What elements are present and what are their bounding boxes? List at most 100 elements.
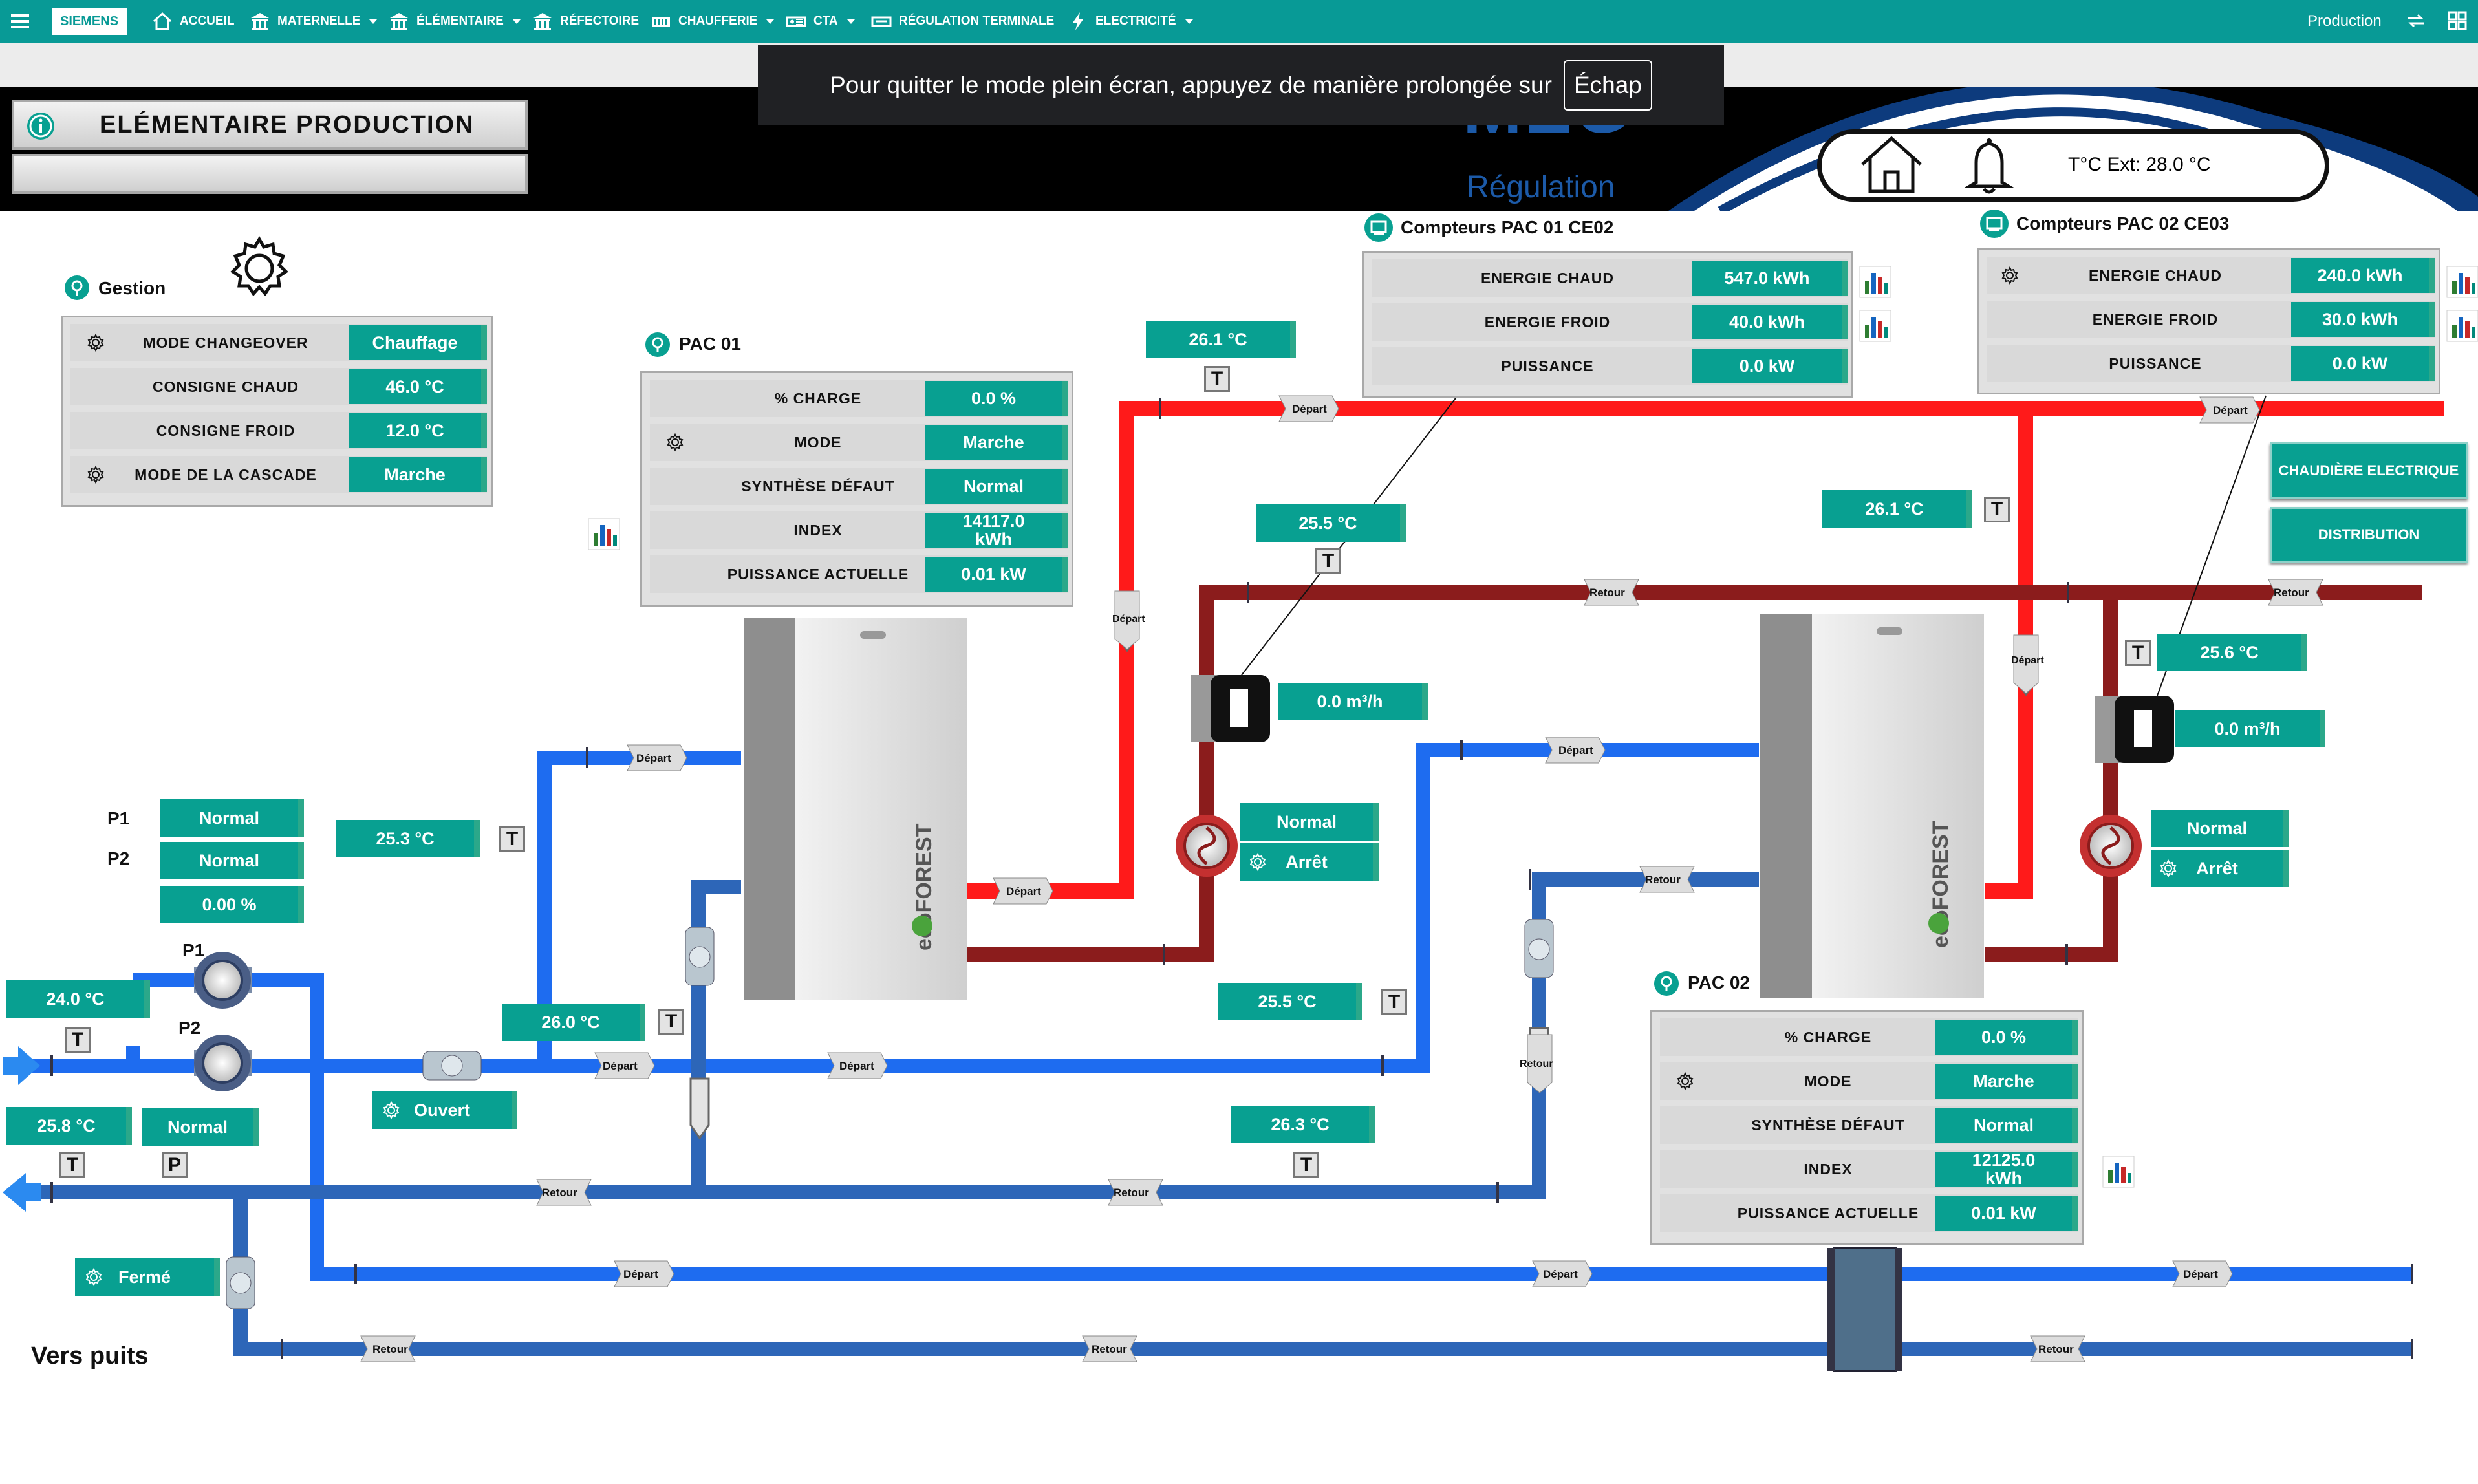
gear-icon[interactable] bbox=[86, 465, 105, 484]
temperature-sensor: T bbox=[2125, 640, 2151, 666]
mode-changeover-value[interactable]: Chauffage bbox=[349, 325, 487, 360]
tag-retour: Retour bbox=[2274, 586, 2309, 599]
nav-regulation-terminale[interactable]: RÉGULATION TERMINALE bbox=[870, 0, 1054, 43]
nav-elementaire[interactable]: ÉLÉMENTAIRE bbox=[388, 0, 521, 43]
pac02-puissance-value: 0.01 kW bbox=[1935, 1196, 2078, 1231]
gear-icon bbox=[1249, 852, 1266, 872]
pac02-label: SYNTHÈSE DÉFAUT bbox=[1751, 1116, 1905, 1134]
pressure-status: Normal bbox=[142, 1108, 259, 1146]
pump-pac01-command[interactable]: Arrêt bbox=[1240, 843, 1379, 881]
heat-pump-02[interactable] bbox=[1760, 614, 1984, 998]
nav-accueil[interactable]: ACCUEIL bbox=[151, 0, 234, 43]
tag-depart: Départ bbox=[1543, 1268, 1578, 1280]
bar-chart-icon[interactable] bbox=[2446, 265, 2478, 299]
gestion-row: MODE CHANGEOVER Chauffage bbox=[70, 324, 487, 361]
bar-chart-icon[interactable] bbox=[587, 517, 621, 551]
pump-pac02-command[interactable]: Arrêt bbox=[2151, 850, 2289, 887]
hamburger-icon[interactable] bbox=[9, 10, 31, 32]
compteur1-title: Compteurs PAC 01 CE02 bbox=[1401, 217, 1614, 237]
gear-icon[interactable] bbox=[1675, 1071, 1695, 1091]
pac01-mode-value[interactable]: Marche bbox=[925, 425, 1068, 460]
temp-cold-supply-2: 26.0 °C bbox=[502, 1004, 645, 1041]
gear-icon[interactable] bbox=[86, 333, 105, 352]
pac01-label: PUISSANCE ACTUELLE bbox=[727, 565, 909, 583]
valve-horizontal-ouvert[interactable] bbox=[422, 1051, 482, 1081]
pipe-flanges bbox=[50, 398, 2413, 1359]
bar-chart-icon[interactable] bbox=[2446, 309, 2478, 343]
gestion-label: MODE DE LA CASCADE bbox=[135, 466, 317, 483]
chaudiere-electrique-button[interactable]: CHAUDIÈRE ELECTRIQUE bbox=[2270, 442, 2468, 499]
valve-vertical-1[interactable] bbox=[685, 927, 715, 986]
pac01-index-value: 14117.0 kWh bbox=[925, 511, 1068, 548]
tag-depart: Départ bbox=[1006, 885, 1041, 898]
nav-label: ACCUEIL bbox=[180, 14, 235, 28]
chevron-down-icon bbox=[1185, 19, 1193, 24]
tag-depart: Départ bbox=[2213, 404, 2248, 416]
escape-key-hint: Échap bbox=[1563, 60, 1652, 111]
valve-closed-status[interactable]: Fermé bbox=[75, 1258, 220, 1296]
valve-open-status[interactable]: Ouvert bbox=[372, 1091, 517, 1129]
pump-p1-tag: P1 bbox=[182, 940, 205, 960]
temp-hot-supply: 26.1 °C bbox=[1146, 321, 1296, 358]
air-handling-icon bbox=[786, 16, 806, 27]
heat-exchanger bbox=[1827, 1247, 1902, 1372]
fullscreen-text: Pour quitter le mode plein écran, appuye… bbox=[830, 72, 1552, 98]
nav-cta[interactable]: CTA bbox=[785, 0, 855, 43]
chevron-down-icon bbox=[369, 19, 378, 24]
compteur2-energie-chaud: 240.0 kWh bbox=[2291, 258, 2435, 293]
pump-p2[interactable] bbox=[194, 1035, 252, 1091]
temp-inlet: 24.0 °C bbox=[6, 980, 150, 1018]
pac01-label: SYNTHÈSE DÉFAUT bbox=[741, 477, 895, 495]
pac02-row: INDEX 12125.0 kWh bbox=[1660, 1150, 2078, 1188]
nav-electricite[interactable]: ELECTRICITÉ bbox=[1067, 0, 1193, 43]
pac01-label: % CHARGE bbox=[774, 389, 862, 407]
valve-ferme[interactable] bbox=[226, 1256, 255, 1309]
pump-pac01[interactable] bbox=[1176, 815, 1238, 877]
bell-icon[interactable] bbox=[1957, 132, 2021, 197]
pump-pac02[interactable] bbox=[2080, 815, 2142, 877]
bar-chart-icon[interactable] bbox=[2102, 1155, 2135, 1188]
meter-icon bbox=[1364, 213, 1393, 242]
home-icon[interactable] bbox=[1856, 132, 1927, 197]
mode-cascade-value[interactable]: Marche bbox=[349, 457, 487, 492]
consigne-froid-value[interactable]: 12.0 °C bbox=[349, 413, 487, 448]
nav-refectoire[interactable]: RÉFECTOIRE bbox=[532, 0, 639, 43]
vers-puits-label: Vers puits bbox=[31, 1342, 149, 1370]
pac01-row: SYNTHÈSE DÉFAUT Normal bbox=[650, 468, 1068, 505]
temp-cold-supply-1: 25.3 °C bbox=[336, 820, 480, 857]
gear-icon[interactable] bbox=[224, 233, 295, 304]
temperature-sensor: T bbox=[499, 826, 525, 852]
grid-icon[interactable] bbox=[2446, 9, 2469, 32]
pump-command-label: Arrêt bbox=[1286, 852, 1328, 872]
gestion-label: CONSIGNE CHAUD bbox=[152, 378, 299, 395]
pac01-puissance-value: 0.01 kW bbox=[925, 557, 1068, 592]
nav-maternelle[interactable]: MATERNELLE bbox=[249, 0, 378, 43]
location-pin-icon bbox=[645, 332, 670, 357]
gear-icon[interactable] bbox=[2000, 266, 2020, 285]
compteur2-row: ENERGIE CHAUD 240.0 kWh bbox=[1987, 257, 2435, 294]
pac02-mode-value[interactable]: Marche bbox=[1935, 1064, 2078, 1099]
building-icon bbox=[390, 13, 408, 30]
outlet-arrow bbox=[3, 1173, 41, 1212]
pump-p1[interactable] bbox=[194, 952, 252, 1009]
pac01-row: INDEX 14117.0 kWh bbox=[650, 511, 1068, 549]
nav-label: ÉLÉMENTAIRE bbox=[416, 14, 504, 28]
siemens-logo: SIEMENS bbox=[52, 8, 127, 35]
bar-chart-icon[interactable] bbox=[1859, 265, 1892, 299]
refresh-icon[interactable] bbox=[2404, 9, 2428, 32]
nav-production[interactable]: Production bbox=[2307, 12, 2382, 30]
compteur-label: ENERGIE FROID bbox=[2092, 310, 2219, 328]
compteur1-puissance: 0.0 kW bbox=[1692, 349, 1848, 383]
gestion-label: MODE CHANGEOVER bbox=[143, 334, 308, 351]
valve-vertical-2[interactable] bbox=[1524, 919, 1554, 978]
bar-chart-icon[interactable] bbox=[1859, 309, 1892, 343]
tag-retour: Retour bbox=[1114, 1187, 1149, 1199]
temperature-sensor: T bbox=[1293, 1152, 1319, 1178]
nav-label: MATERNELLE bbox=[277, 14, 361, 28]
nav-chaufferie[interactable]: CHAUFFERIE bbox=[650, 0, 775, 43]
heat-pump-01[interactable] bbox=[744, 618, 967, 1000]
distribution-button[interactable]: DISTRIBUTION bbox=[2270, 507, 2468, 563]
compteur1-panel: ENERGIE CHAUD 547.0 kWh ENERGIE FROID 40… bbox=[1362, 251, 1853, 398]
consigne-chaud-value[interactable]: 46.0 °C bbox=[349, 369, 487, 404]
gear-icon[interactable] bbox=[665, 433, 685, 452]
